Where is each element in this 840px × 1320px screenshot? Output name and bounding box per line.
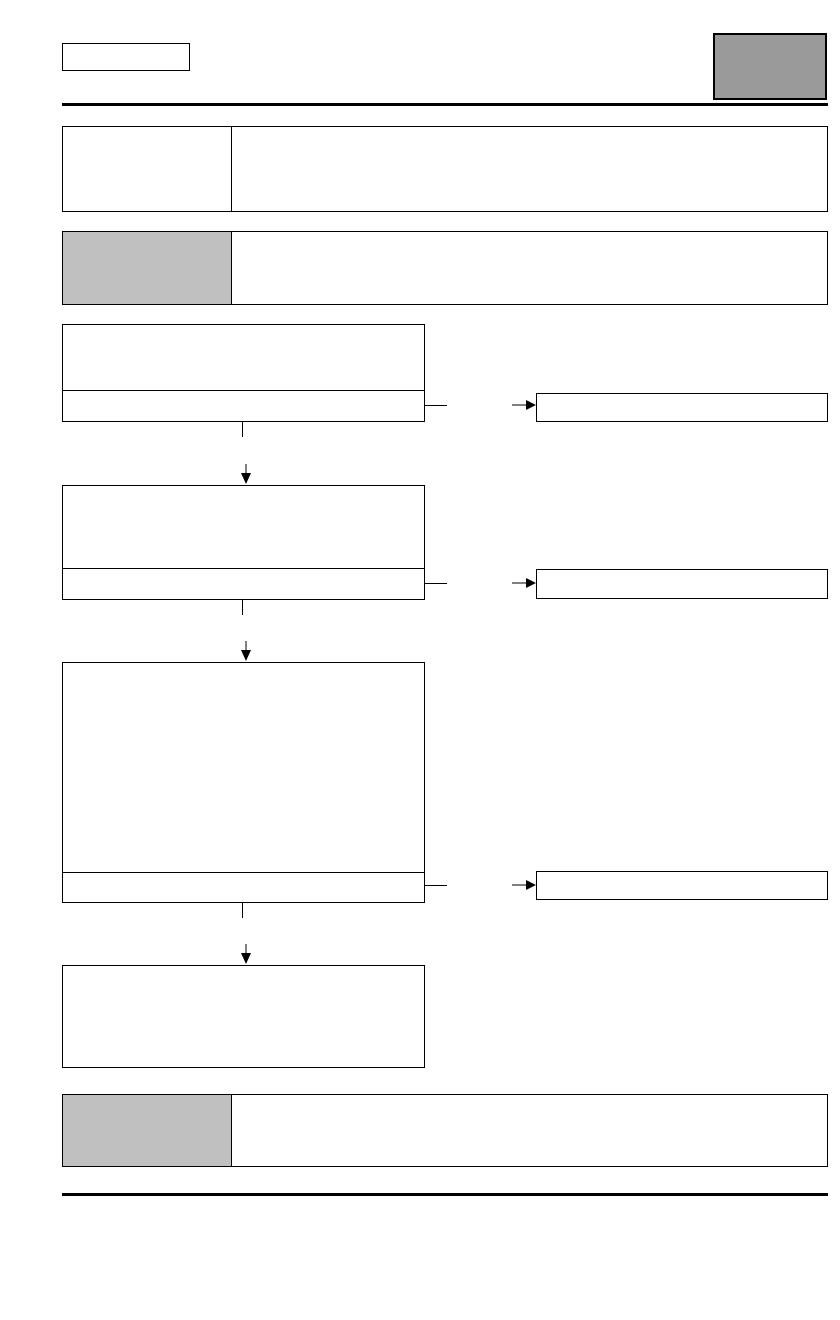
step-1-result-box bbox=[536, 393, 828, 422]
step-3-branch-line bbox=[425, 885, 447, 886]
section-tab bbox=[713, 33, 827, 100]
reference-label-box bbox=[62, 43, 190, 71]
step-2-box bbox=[62, 485, 425, 600]
step-2-check-row bbox=[63, 568, 424, 599]
step-1-branch-arrow bbox=[512, 400, 536, 410]
step-2-branch-line bbox=[425, 583, 447, 584]
note-panel-top bbox=[62, 231, 828, 305]
step-1-down-arrow bbox=[241, 464, 251, 484]
step-1-check-row bbox=[63, 390, 424, 421]
step-3-check-row bbox=[63, 872, 424, 902]
step-1-branch-line bbox=[425, 405, 447, 406]
intro-label-cell bbox=[63, 127, 232, 211]
step-4-box bbox=[62, 965, 425, 1068]
intro-body-cell bbox=[232, 127, 827, 211]
note-top-label-cell bbox=[63, 232, 232, 304]
note-panel-bottom bbox=[62, 1094, 828, 1167]
step-3-branch-arrow bbox=[512, 880, 536, 890]
note-bottom-body-cell bbox=[232, 1095, 827, 1166]
step-3-box bbox=[62, 662, 425, 903]
step-2-branch-arrow bbox=[512, 578, 536, 588]
note-top-body-cell bbox=[232, 232, 827, 304]
step-1-down-line-top bbox=[242, 422, 243, 437]
intro-panel bbox=[62, 126, 828, 212]
footer-rule bbox=[62, 1193, 828, 1196]
step-1-box bbox=[62, 324, 425, 422]
step-3-result-box bbox=[536, 871, 828, 900]
step-2-down-line-top bbox=[242, 600, 243, 615]
step-3-down-line-top bbox=[242, 903, 243, 918]
header-rule bbox=[62, 103, 828, 106]
step-3-down-arrow bbox=[241, 944, 251, 964]
step-2-down-arrow bbox=[241, 641, 251, 661]
note-bottom-label-cell bbox=[63, 1095, 232, 1166]
step-2-result-box bbox=[536, 569, 828, 599]
